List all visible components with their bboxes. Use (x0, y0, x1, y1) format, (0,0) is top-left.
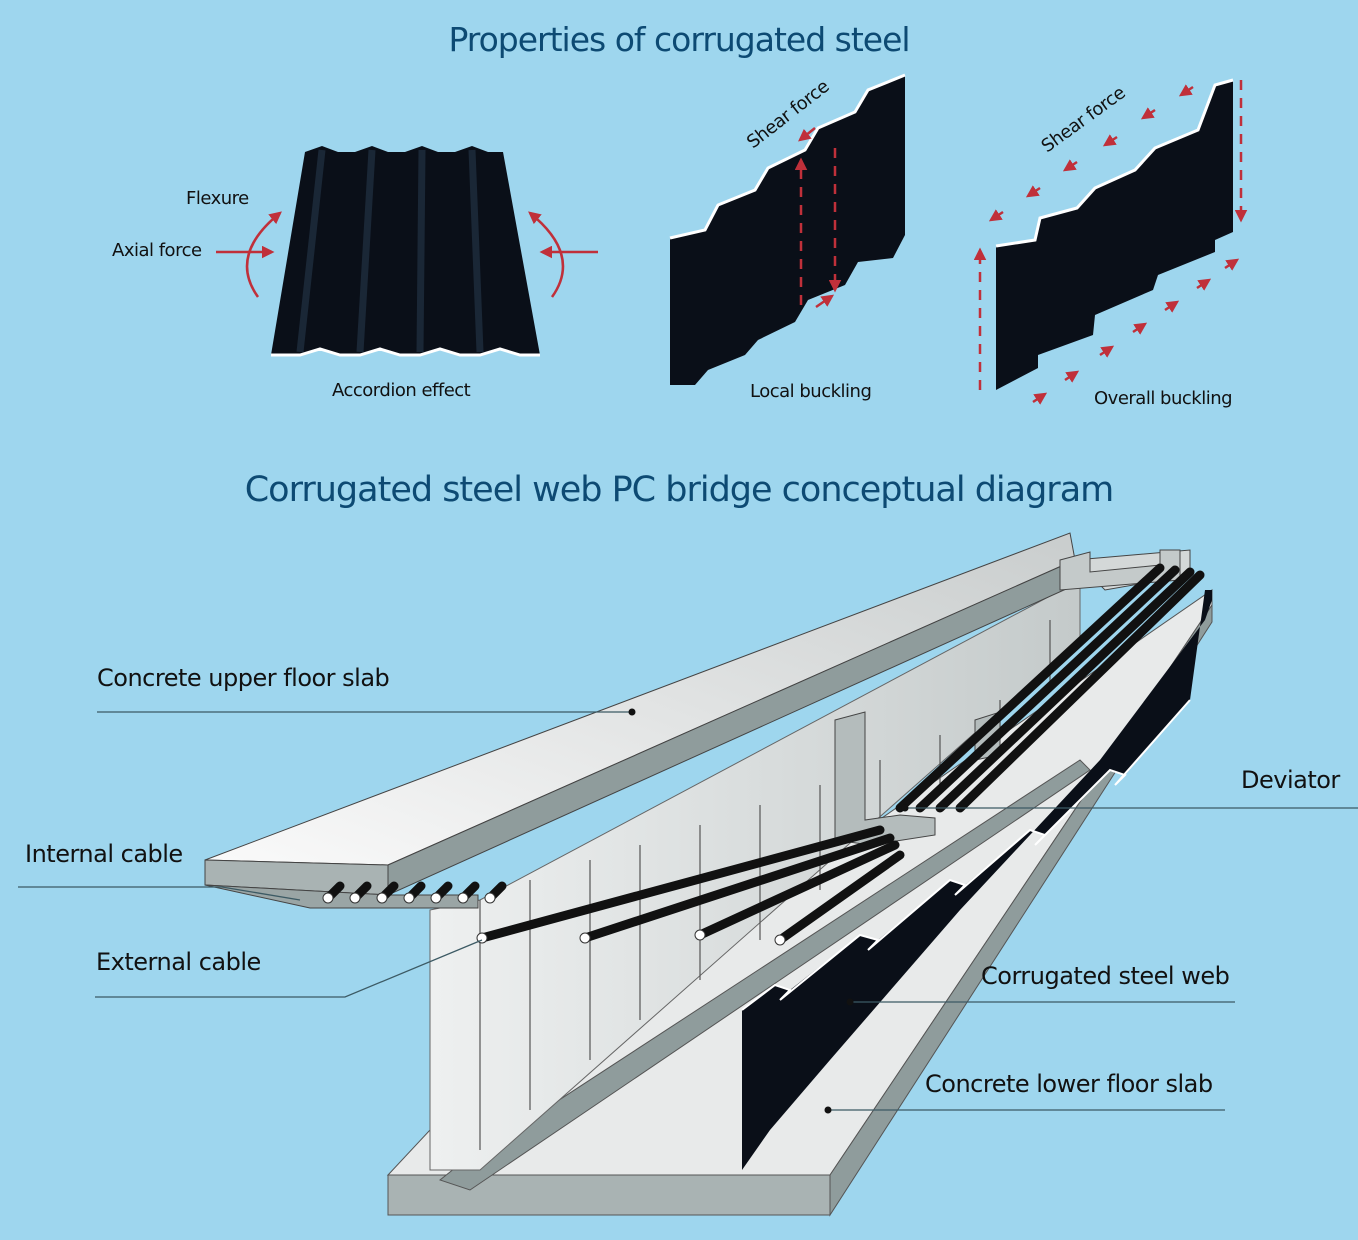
local-buckling-caption: Local buckling (750, 381, 872, 402)
leader-dots (628, 708, 909, 1114)
properties-illustrations (216, 73, 1248, 405)
corrugated-web-edges (741, 699, 1191, 1011)
label-external-cable: External cable (96, 948, 261, 976)
external-cables (477, 563, 1205, 945)
external-cable-ends (476, 929, 786, 946)
flexure-arrows (216, 211, 598, 298)
label-corrugated-steel-web: Corrugated steel web (981, 962, 1230, 990)
section-title-properties: Properties of corrugated steel (448, 20, 910, 59)
accordion-effect-caption: Accordion effect (332, 380, 471, 401)
accordion-sheet (271, 146, 540, 357)
section-title-bridge: Corrugated steel web PC bridge conceptua… (244, 470, 1115, 510)
flexure-label: Flexure (186, 188, 249, 209)
label-upper-floor-slab: Concrete upper floor slab (97, 664, 390, 692)
corrugated-steel-web-far (742, 590, 1212, 1170)
label-lower-floor-slab: Concrete lower floor slab (925, 1070, 1213, 1098)
overall-buckling-web (973, 78, 1248, 405)
label-internal-cable: Internal cable (25, 840, 183, 868)
leader-lines (18, 711, 1358, 1111)
axial-force-label: Axial force (112, 240, 202, 261)
label-deviator: Deviator (1241, 766, 1340, 794)
local-buckling-web (669, 73, 906, 385)
internal-cables (322, 881, 507, 904)
overall-buckling-caption: Overall buckling (1094, 388, 1233, 409)
